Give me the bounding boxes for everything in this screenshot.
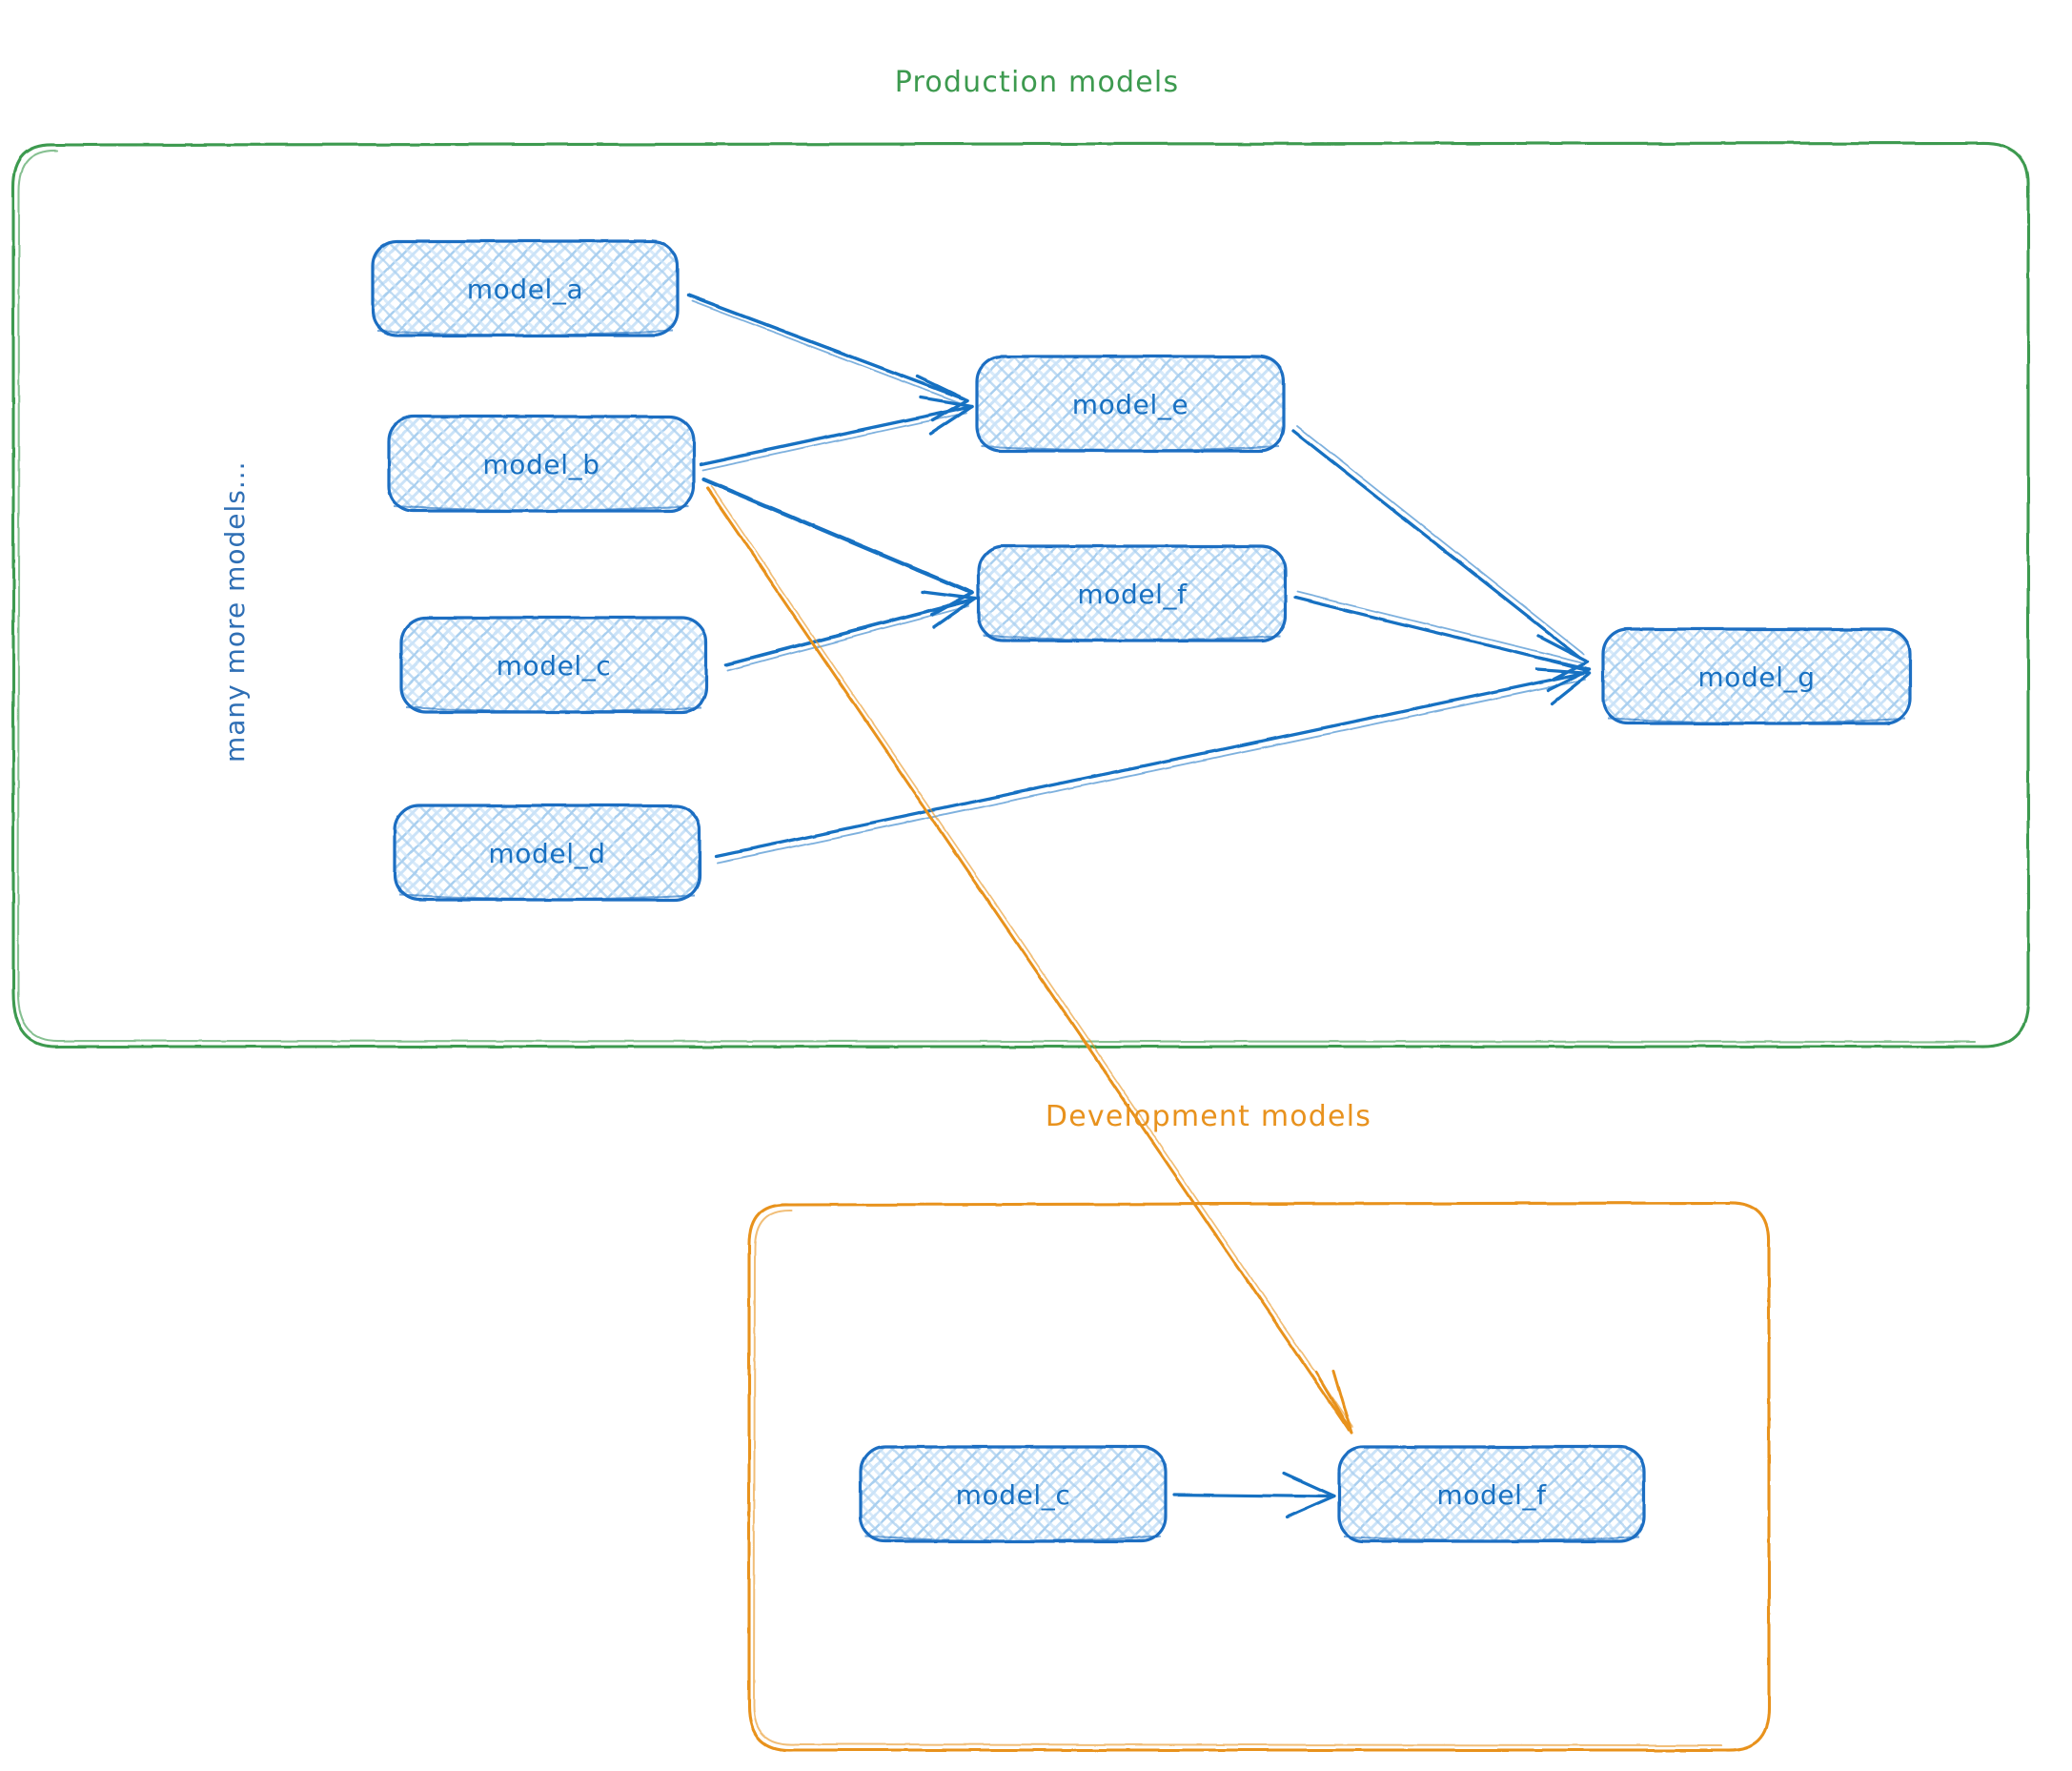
node-label: model_b: [482, 449, 599, 480]
node-label: model_f: [1077, 579, 1188, 610]
node-dev-model-f[interactable]: model_f: [1337, 1445, 1646, 1543]
edge-model-b-to-dev-model-f: [705, 485, 1353, 1435]
node-label: model_g: [1697, 662, 1815, 693]
edge-model-a-to-model-e: [686, 294, 969, 422]
many-more-models-label: many more models...: [219, 460, 251, 763]
many-more-models-note: many more models...: [219, 460, 251, 763]
node-prod-model-c[interactable]: model_c: [399, 616, 708, 714]
production-group-title: Production models: [895, 66, 1180, 99]
development-group[interactable]: Development models: [747, 1100, 1771, 1752]
node-label: model_d: [488, 838, 605, 869]
node-dev-model-c[interactable]: model_c: [859, 1445, 1168, 1543]
edge-model-d-to-model-g: [715, 667, 1592, 864]
edge-dev-model-c-to-dev-model-f: [1172, 1472, 1336, 1519]
node-prod-model-b[interactable]: model_b: [387, 415, 696, 513]
node-label: model_c: [497, 650, 612, 682]
production-group-border-sketch: [16, 149, 1977, 1044]
edge-model-c-to-model-f: [724, 590, 977, 671]
node-prod-model-g[interactable]: model_g: [1601, 627, 1912, 725]
edge-model-e-to-model-g: [1291, 425, 1590, 681]
node-prod-model-f[interactable]: model_f: [977, 544, 1288, 642]
development-group-border-sketch: [752, 1209, 1722, 1746]
node-prod-model-e[interactable]: model_e: [975, 355, 1286, 453]
development-group-border: [747, 1201, 1771, 1752]
development-group-title: Development models: [1046, 1100, 1371, 1133]
node-prod-model-a[interactable]: model_a: [371, 239, 680, 337]
node-label: model_f: [1436, 1479, 1547, 1511]
edges-layer: [686, 294, 1592, 1519]
node-prod-model-d[interactable]: model_d: [393, 804, 701, 902]
node-label: model_a: [467, 274, 584, 305]
node-label: model_c: [956, 1479, 1071, 1511]
edge-model-b-to-model-e: [699, 396, 974, 471]
production-group[interactable]: Production models: [11, 66, 2030, 1048]
node-label: model_e: [1072, 389, 1189, 420]
production-group-border: [11, 141, 2030, 1048]
